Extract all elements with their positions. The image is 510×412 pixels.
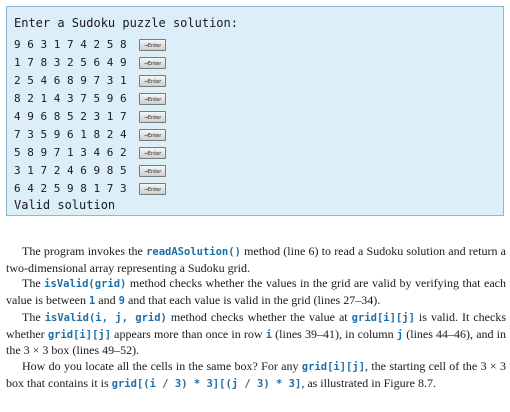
code-ref: grid[i][j] [351, 311, 415, 324]
enter-key-icon: →Enter [139, 57, 166, 69]
text-run: How do you locate all the cells in the s… [22, 358, 302, 373]
code-ref: 9 [118, 295, 125, 308]
row-digits: 7 3 5 9 6 1 8 2 4 [14, 128, 127, 141]
body-text: The program invokes the readASolution() … [6, 244, 506, 392]
enter-key-icon: →Enter [139, 39, 166, 51]
console-row: 9 6 3 1 7 4 2 5 8 →Enter [14, 36, 166, 54]
paragraph: The isValid(grid) method checks whether … [6, 276, 506, 309]
text-run: The program invokes the [22, 244, 147, 258]
text-run: is valid. It checks whether [6, 309, 506, 341]
row-digits: 4 9 6 8 5 2 3 1 7 [14, 110, 127, 123]
code-ref: j [396, 328, 404, 341]
enter-key-icon: →Enter [139, 75, 166, 87]
code-ref: readASolution() [146, 246, 241, 258]
console-prompt: Enter a Sudoku puzzle solution: [14, 16, 238, 30]
paragraph: The isValid(i, j, grid) method checks wh… [6, 310, 506, 359]
row-digits: 6 4 2 5 9 8 1 7 3 [14, 182, 127, 195]
console-row: 3 1 7 2 4 6 9 8 5 →Enter [14, 162, 166, 180]
text-run: The [22, 309, 45, 324]
row-digits: 9 6 3 1 7 4 2 5 8 [14, 38, 127, 51]
console-row: 5 8 9 7 1 3 4 6 2 →Enter [14, 144, 166, 162]
text-run: and that each value is valid in the grid… [124, 293, 381, 308]
code-ref: 1 [88, 295, 96, 308]
enter-key-icon: →Enter [139, 93, 166, 105]
paragraph: How do you locate all the cells in the s… [6, 359, 506, 392]
text-run: (lines 44–46), and in the 3 × 3 box (lin… [6, 326, 507, 358]
console-row: 8 2 1 4 3 7 5 9 6 →Enter [14, 90, 166, 108]
text-run: method checks whether the values in the … [6, 276, 506, 308]
code-ref: i [265, 328, 273, 341]
row-digits: 8 2 1 4 3 7 5 9 6 [14, 92, 127, 105]
code-ref: grid[i][j] [47, 328, 112, 341]
console-input-rows: 9 6 3 1 7 4 2 5 8 →Enter 1 7 8 3 2 5 6 4… [14, 36, 166, 198]
console-output-panel: Enter a Sudoku puzzle solution: 9 6 3 1 … [6, 6, 504, 216]
console-row: 1 7 8 3 2 5 6 4 9 →Enter [14, 54, 166, 72]
text-run: method checks whether the value at [166, 309, 352, 324]
code-ref: isValid(i, j, grid) [44, 311, 167, 324]
enter-key-icon: →Enter [139, 129, 166, 141]
console-row: 7 3 5 9 6 1 8 2 4 →Enter [14, 126, 166, 144]
enter-key-icon: →Enter [139, 111, 166, 123]
text-run: and [95, 293, 119, 308]
row-digits: 3 1 7 2 4 6 9 8 5 [14, 164, 127, 177]
text-run: appears more than once in row [111, 326, 266, 341]
text-run: , the starting cell of the 3 × 3 box tha… [6, 358, 506, 390]
text-run: The [22, 276, 45, 291]
console-row: 2 5 4 6 8 9 7 3 1 →Enter [14, 72, 166, 90]
code-ref: grid[(i / 3) * 3][(j / 3) * 3] [111, 377, 302, 390]
row-digits: 2 5 4 6 8 9 7 3 1 [14, 74, 127, 87]
console-result: Valid solution [14, 198, 116, 212]
enter-key-icon: →Enter [139, 183, 166, 195]
row-digits: 5 8 9 7 1 3 4 6 2 [14, 146, 127, 159]
row-digits: 1 7 8 3 2 5 6 4 9 [14, 56, 127, 69]
text-run: , as illustrated in Figure 8.7. [301, 375, 436, 390]
enter-key-icon: →Enter [139, 147, 166, 159]
enter-key-icon: →Enter [139, 165, 166, 177]
code-ref: isValid(grid) [44, 278, 127, 291]
text-run: method (line 6) to read a Sudoku solutio… [6, 244, 506, 275]
code-ref: grid[i][j] [301, 360, 366, 373]
console-row: 4 9 6 8 5 2 3 1 7 →Enter [14, 108, 166, 126]
text-run: (lines 39–41), in column [272, 326, 397, 341]
console-row: 6 4 2 5 9 8 1 7 3 →Enter [14, 180, 166, 198]
paragraph: The program invokes the readASolution() … [6, 244, 506, 276]
